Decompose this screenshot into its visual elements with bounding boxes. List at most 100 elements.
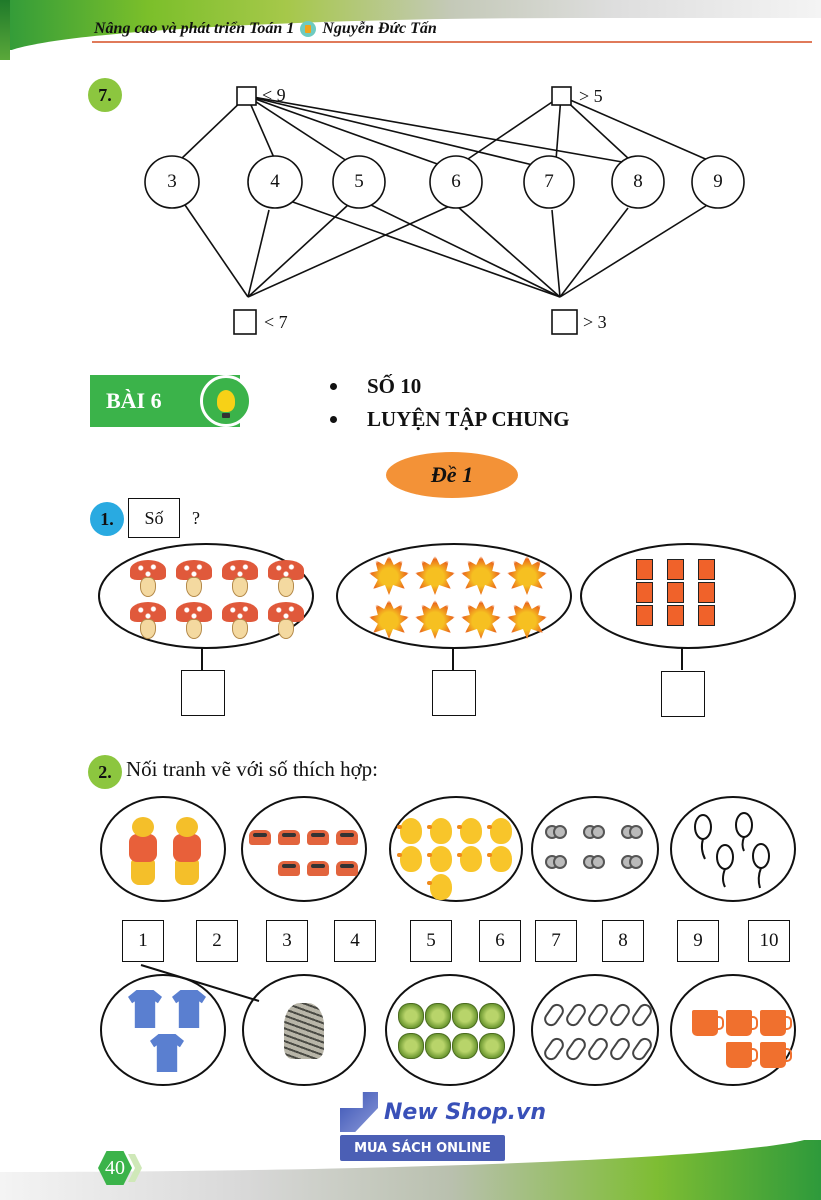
book-icon — [300, 21, 317, 37]
top-box-label-lt9: < 9 — [262, 85, 286, 105]
cabbage-icon — [479, 1003, 505, 1029]
bicycle-icon — [545, 822, 567, 839]
number-box-9[interactable]: 9 — [677, 920, 719, 962]
mug-icon — [760, 1010, 792, 1036]
number-box-8[interactable]: 8 — [602, 920, 644, 962]
bottom-box-label-lt7: < 7 — [264, 312, 288, 332]
exercise-2-badge: 2. — [88, 755, 122, 789]
number-box-1[interactable]: 1 — [122, 920, 164, 962]
chick-icon — [427, 874, 452, 900]
car-icon — [335, 861, 358, 876]
mushroom-icon — [268, 602, 304, 640]
car-icon — [335, 830, 358, 845]
number-node: 9 — [713, 171, 723, 192]
number-box-2[interactable]: 2 — [196, 920, 238, 962]
bear-icon — [126, 817, 158, 885]
bicycle-icon — [621, 822, 643, 839]
brick-icon — [667, 605, 684, 626]
test-label-badge: Đề 1 — [386, 452, 518, 498]
cabbage-icon — [452, 1033, 478, 1059]
cabbage-group — [398, 1003, 505, 1059]
shop-logo[interactable]: New Shop.vn — [340, 1092, 546, 1132]
brick-icon — [698, 605, 715, 626]
exercise-7-badge: 7. — [88, 78, 122, 112]
topic-item: SỐ 10 — [330, 370, 570, 403]
cat-group — [284, 1003, 324, 1059]
running-header: Nâng cao và phát triển Toán 1 Nguyễn Đức… — [94, 20, 437, 38]
chick-icon — [397, 818, 422, 844]
number-box-3[interactable]: 3 — [266, 920, 308, 962]
chick-icon — [427, 818, 452, 844]
author-name: Nguyễn Đức Tấn — [322, 20, 437, 37]
cabbage-icon — [425, 1003, 451, 1029]
bear-group — [122, 817, 206, 885]
topic-item: LUYỆN TẬP CHUNG — [330, 403, 570, 436]
paperclip-icon — [541, 1001, 567, 1029]
number-box-4[interactable]: 4 — [334, 920, 376, 962]
lesson-topics: SỐ 10 LUYỆN TẬP CHUNG — [330, 370, 570, 436]
number-box-7[interactable]: 7 — [535, 920, 577, 962]
paperclip-icon — [563, 1001, 589, 1029]
mushroom-icon — [176, 602, 212, 640]
book-title: Nâng cao và phát triển Toán 1 — [94, 20, 295, 37]
number-node: 7 — [544, 171, 554, 192]
paperclip-icon — [607, 1001, 633, 1029]
number-box-5[interactable]: 5 — [410, 920, 452, 962]
car-icon — [277, 861, 300, 876]
chick-icon — [457, 818, 482, 844]
bear-icon — [170, 817, 202, 885]
number-node: 4 — [270, 171, 280, 192]
lightbulb-icon — [200, 375, 252, 427]
bicycle-icon — [583, 822, 605, 839]
page-edge — [0, 0, 10, 60]
answer-box-mushrooms[interactable] — [181, 670, 225, 716]
shirt-group — [125, 990, 209, 1072]
lesson-badge-label: BÀI 6 — [106, 388, 162, 413]
brick-icon — [636, 605, 653, 626]
number-box-10[interactable]: 10 — [748, 920, 790, 962]
shop-tagline[interactable]: MUA SÁCH ONLINE — [340, 1135, 505, 1161]
shirt-icon — [128, 990, 162, 1028]
brick-icon — [698, 582, 715, 603]
brick-group — [636, 559, 715, 626]
cat-icon — [284, 1003, 324, 1059]
bicycle-icon — [621, 852, 643, 869]
leaf-group — [368, 555, 548, 639]
bicycle-group — [539, 822, 649, 869]
mushroom-icon — [176, 560, 212, 598]
answer-box-bricks[interactable] — [661, 671, 705, 717]
paperclip-icon — [607, 1035, 633, 1063]
cabbage-icon — [398, 1003, 424, 1029]
exercise-2-instruction: Nối tranh vẽ với số thích hợp: — [126, 757, 379, 781]
number-node: 6 — [451, 171, 461, 192]
number-node: 3 — [167, 171, 177, 192]
shirt-icon — [150, 1034, 184, 1072]
paperclip-icon — [585, 1035, 611, 1063]
paperclip-icon — [563, 1035, 589, 1063]
brick-icon — [698, 559, 715, 580]
brick-icon — [667, 582, 684, 603]
chick-icon — [457, 846, 482, 872]
shop-name: New Shop.vn — [384, 1099, 547, 1125]
number-box-6[interactable]: 6 — [479, 920, 521, 962]
paperclip-icon — [585, 1001, 611, 1029]
chick-icon — [397, 846, 422, 872]
bicycle-icon — [583, 852, 605, 869]
brick-icon — [636, 559, 653, 580]
chevron-right-icon — [128, 1154, 142, 1182]
answer-box-leaves[interactable] — [432, 670, 476, 716]
car-icon — [277, 830, 300, 845]
cabbage-icon — [452, 1003, 478, 1029]
exercise-1-badge: 1. — [90, 502, 124, 536]
car-group — [247, 830, 359, 876]
car-icon — [306, 830, 329, 845]
cabbage-icon — [425, 1033, 451, 1059]
number-node: 5 — [354, 171, 364, 192]
header-rule — [92, 41, 812, 43]
top-box-label-gt5: > 5 — [579, 86, 603, 106]
mushroom-icon — [268, 560, 304, 598]
prompt-question-mark: ? — [192, 508, 200, 528]
